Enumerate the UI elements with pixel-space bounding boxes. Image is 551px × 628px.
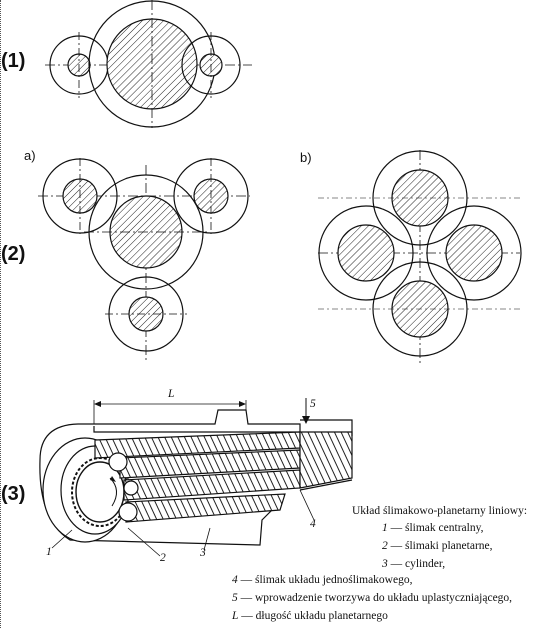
legend-item-2: 2 — ślimaki planetarne,	[382, 540, 493, 552]
legend-item-1-num: 1	[382, 522, 388, 534]
legend-item-4-num: 4	[232, 574, 238, 586]
callout-3: 3	[200, 547, 206, 559]
legend-item-5-num: 5	[232, 592, 238, 604]
legend-item-2-text: — ślimaki planetarne,	[390, 540, 493, 552]
callout-1: 1	[46, 546, 52, 558]
legend-item-6: L — długość układu planetarnego	[232, 610, 388, 622]
legend-item-3: 3 — cylinder,	[382, 558, 445, 570]
section-label-3: (3)	[1, 483, 26, 505]
figure-2a-triangular-arrangement	[38, 158, 250, 360]
subfigure-label-b: b)	[300, 150, 312, 165]
legend-title: Układ ślimakowo-planetarny liniowy:	[352, 505, 528, 517]
legend-item-5-text: — wprowadzenie tworzywa do układu uplast…	[240, 592, 513, 604]
legend-item-6-text: — długość układu planetarnego	[241, 610, 388, 622]
figure-2b-cross-arrangement	[318, 150, 522, 365]
legend-item-6-num: L	[232, 610, 239, 622]
section-label-2: (2)	[1, 243, 26, 265]
figure-1-linear-arrangement	[45, 0, 252, 128]
section-label-1: (1)	[1, 50, 26, 72]
figure-3-cutaway-planetary-extruder	[39, 398, 353, 557]
legend-item-4-text: — ślimak układu jednoślimakowego,	[240, 574, 413, 586]
callout-5: 5	[310, 398, 316, 410]
legend-item-3-text: — cylinder,	[390, 558, 446, 570]
legend-item-5: 5 — wprowadzenie tworzywa do układu upla…	[232, 592, 512, 604]
callout-4: 4	[310, 518, 316, 530]
legend-item-3-num: 3	[382, 558, 388, 570]
legend-item-1: 1 — ślimak centralny,	[382, 522, 483, 534]
legend-item-1-text: — ślimak centralny,	[390, 522, 484, 534]
callout-2: 2	[160, 552, 166, 564]
subfigure-label-a: a)	[24, 148, 36, 163]
page-edge-dotted-line	[0, 0, 3, 628]
legend-item-4: 4 — ślimak układu jednoślimakowego,	[232, 574, 412, 586]
callout-length-L: L	[168, 388, 175, 400]
legend-item-2-num: 2	[382, 540, 388, 552]
